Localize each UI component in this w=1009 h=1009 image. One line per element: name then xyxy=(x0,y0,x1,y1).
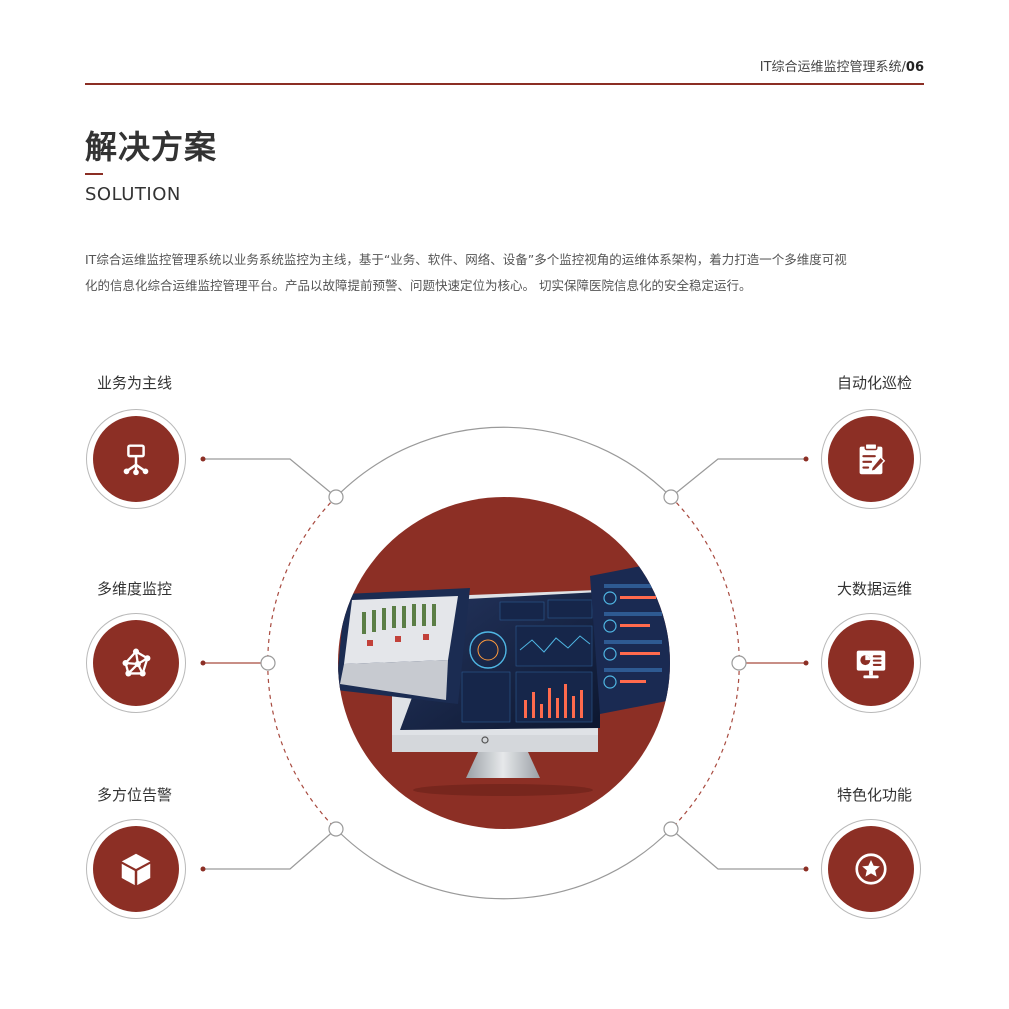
cube-icon xyxy=(121,853,151,886)
feature-label-all-round-alerting: 多方位告警 xyxy=(97,786,173,804)
outer-ring xyxy=(335,426,672,900)
header-title: IT综合运维监控管理系统/ xyxy=(759,60,906,75)
page-number: 06 xyxy=(905,60,924,75)
network-nodes-icon xyxy=(122,648,151,677)
section-title: 解决方案 xyxy=(85,128,218,166)
feature-label-business-mainline: 业务为主线 xyxy=(97,374,173,392)
center-image xyxy=(338,497,670,829)
feature-badge-multi-dimension-monitoring xyxy=(86,613,186,713)
feature-badge-business-mainline xyxy=(86,409,186,509)
feature-badge-all-round-alerting xyxy=(86,819,186,919)
section-subtitle: SOLUTION xyxy=(85,184,181,205)
connector-lines xyxy=(203,458,806,870)
dashboard-monitor-icon xyxy=(338,560,670,796)
org-chart-icon xyxy=(123,444,149,476)
feature-badge-characteristic-functions xyxy=(821,819,921,919)
ring-nodes xyxy=(260,489,747,837)
clipboard-edit-icon xyxy=(859,443,886,475)
intro-line-2: 化的信息化综合运维监控管理平台。产品以故障提前预警、问题快速定位为核心。 切实保… xyxy=(85,278,752,293)
feature-badge-big-data-operations xyxy=(821,613,921,713)
feature-label-characteristic-functions: 特色化功能 xyxy=(836,786,912,804)
header-divider xyxy=(85,83,924,85)
monitor-chart-icon xyxy=(856,650,886,679)
feature-label-automated-inspection: 自动化巡检 xyxy=(836,374,912,392)
intro-paragraph: IT综合运维监控管理系统以业务系统监控为主线，基于“业务、软件、网络、设备”多个… xyxy=(85,247,925,299)
feature-badge-automated-inspection xyxy=(821,409,921,509)
star-circle-icon xyxy=(855,853,887,885)
connector-dots xyxy=(200,456,809,872)
title-accent-bar xyxy=(85,173,103,175)
feature-label-multi-dimension-monitoring: 多维度监控 xyxy=(97,580,173,598)
intro-line-1: IT综合运维监控管理系统以业务系统监控为主线，基于“业务、软件、网络、设备”多个… xyxy=(85,252,847,267)
feature-label-big-data-operations: 大数据运维 xyxy=(836,580,912,598)
document-header: IT综合运维监控管理系统/06 xyxy=(760,56,924,75)
